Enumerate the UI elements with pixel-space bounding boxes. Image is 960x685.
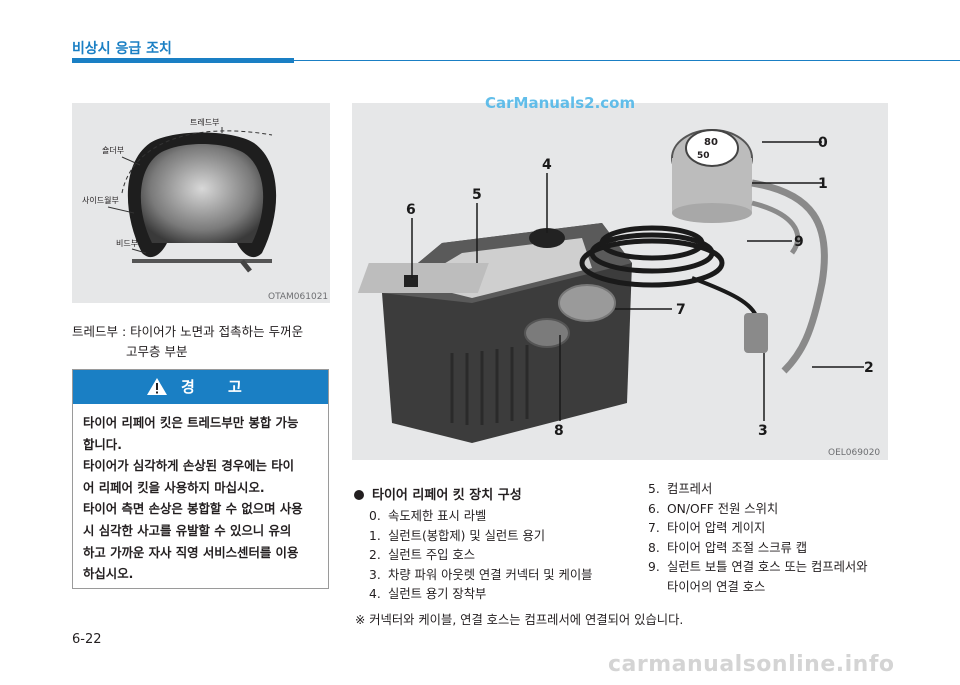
list-item: 1. 실런트(봉합제) 및 실런트 용기 (369, 527, 592, 547)
callout-0: 0 (818, 135, 828, 151)
connector-note: ※ 커넥터와 케이블, 연결 호스는 컴프레서에 연결되어 있습니다. (355, 613, 684, 627)
list-item: 5. 컴프레서 (648, 480, 898, 500)
list-text: ON/OFF 전원 스위치 (667, 501, 779, 516)
label-tread: 트레드부 (190, 118, 219, 127)
callout-5: 5 (472, 187, 482, 203)
list-num: 2. (369, 548, 381, 562)
warning-line: 타이어 측면 손상은 봉합할 수 없으며 사용 (83, 501, 303, 517)
warning-line: 하십시오. (83, 566, 134, 582)
bottle-label-80: 80 (704, 137, 718, 148)
list-num: 3. (369, 567, 381, 582)
header-rule-thin (294, 60, 960, 61)
tread-desc-line2: 고무층 부분 (126, 344, 188, 359)
list-item: 0. 속도제한 표시 라벨 (369, 507, 592, 527)
warning-line: 하고 가까운 자사 직영 서비스센터를 이용 (83, 544, 299, 560)
list-text: 컴프레서 (667, 482, 713, 496)
tire-figure-code: OTAM061021 (268, 292, 328, 302)
list-text: 실런트 용기 장착부 (388, 587, 487, 601)
callout-7: 7 (676, 302, 686, 318)
tread-definition: 트레드부 : 타이어가 노면과 접촉하는 두꺼운 고무층 부분 (72, 322, 334, 362)
list-num: 4. (369, 587, 381, 601)
section-title: 비상시 응급 조치 (72, 41, 172, 57)
tread-term: 트레드부 : (72, 324, 127, 339)
kit-list-b: 5. 컴프레서 6. ON/OFF 전원 스위치 7. 타이어 압력 게이지 8. 타이… (648, 480, 898, 597)
list-num: 0. (369, 509, 381, 523)
label-shoulder: 숄더부 (102, 146, 124, 155)
callout-8: 8 (554, 423, 564, 439)
callout-2: 2 (864, 360, 874, 376)
warning-body: 타이어 리페어 킷은 트레드부만 봉합 가능 합니다. 타이어가 심각하게 손상… (83, 412, 321, 585)
kit-title-text: 타이어 리페어 킷 장치 구성 (372, 488, 522, 503)
list-item: 8. 타이어 압력 조절 스크류 캡 (648, 539, 898, 559)
watermark-bottom: carmanualsonline.info (608, 652, 895, 677)
list-text: 타이어 압력 게이지 (667, 521, 766, 535)
list-text: 실런트 주입 호스 (388, 548, 476, 562)
warning-line: 타이어 리페어 킷은 트레드부만 봉합 가능 (83, 415, 299, 430)
list-item: 7. 타이어 압력 게이지 (648, 519, 898, 539)
label-bead: 비드부 (116, 239, 138, 248)
header-rule-thick (72, 58, 294, 63)
warning-line: 합니다. (83, 436, 122, 452)
kit-title: 타이어 리페어 킷 장치 구성 (354, 484, 522, 503)
kit-list-a: 0. 속도제한 표시 라벨 1. 실런트(봉합제) 및 실런트 용기 2. 실런트 주… (369, 507, 592, 605)
label-sidewall: 사이드월부 (82, 195, 119, 205)
list-num: 5. (648, 482, 660, 496)
list-item: 6. ON/OFF 전원 스위치 (648, 500, 898, 520)
callout-3: 3 (758, 423, 768, 439)
callout-6: 6 (406, 202, 416, 218)
tire-cross-section-illustration: 트레드부 숄더부 사이드월부 비드부 OTAM061021 (82, 118, 328, 302)
bullet-dot (354, 490, 364, 500)
list-text: 실런트 보틀 연결 호스 또는 컴프레서와 (667, 560, 868, 574)
list-num: 1. (369, 528, 381, 543)
page-number: 6-22 (72, 632, 102, 647)
list-item: 3. 차량 파워 아웃렛 연결 커넥터 및 케이블 (369, 566, 592, 586)
list-text: 차량 파워 아웃렛 연결 커넥터 및 케이블 (388, 567, 593, 582)
warning-title: 경 고 (181, 378, 256, 396)
repair-kit-figure: 80 50 0 1 2 3 4 5 6 7 8 9 (352, 103, 888, 460)
kit-figure-code: OEL069020 (828, 448, 880, 458)
list-num: 8. (648, 540, 660, 555)
warning-line: 시 심각한 사고를 유발할 수 있으니 유의 (83, 522, 292, 538)
watermark-top: CarManuals2.com (485, 94, 636, 112)
warning-header: 경 고 (73, 370, 328, 404)
callout-1: 1 (818, 176, 828, 192)
bottle-label-50: 50 (697, 151, 710, 161)
list-item: 4. 실런트 용기 장착부 (369, 585, 592, 605)
list-text: 속도제한 표시 라벨 (388, 509, 487, 523)
repair-kit-illustration: 80 50 0 1 2 3 4 5 6 7 8 9 (357, 129, 880, 458)
tread-desc-line1: 타이어가 노면과 접촉하는 두꺼운 (130, 324, 304, 339)
list-item: 2. 실런트 주입 호스 (369, 546, 592, 566)
warning-line: 어 리페어 킷을 사용하지 마십시오. (83, 479, 265, 495)
list-num: 7. (648, 521, 660, 535)
list-text-cont: 타이어의 연결 호스 (667, 579, 766, 594)
list-num: 6. (648, 501, 660, 516)
list-text: 타이어 압력 조절 스크류 캡 (667, 540, 808, 555)
callout-9: 9 (794, 234, 804, 250)
warning-triangle-icon (147, 378, 167, 395)
list-num: 9. (648, 560, 660, 574)
callout-4: 4 (542, 157, 552, 173)
warning-line: 타이어가 심각하게 손상된 경우에는 타이 (83, 458, 295, 474)
warning-box: 경 고 타이어 리페어 킷은 트레드부만 봉합 가능 합니다. 타이어가 심각하… (72, 369, 329, 589)
tire-cross-section-figure: 트레드부 숄더부 사이드월부 비드부 OTAM061021 (72, 103, 330, 303)
list-text: 실런트(봉합제) 및 실런트 용기 (388, 528, 546, 543)
